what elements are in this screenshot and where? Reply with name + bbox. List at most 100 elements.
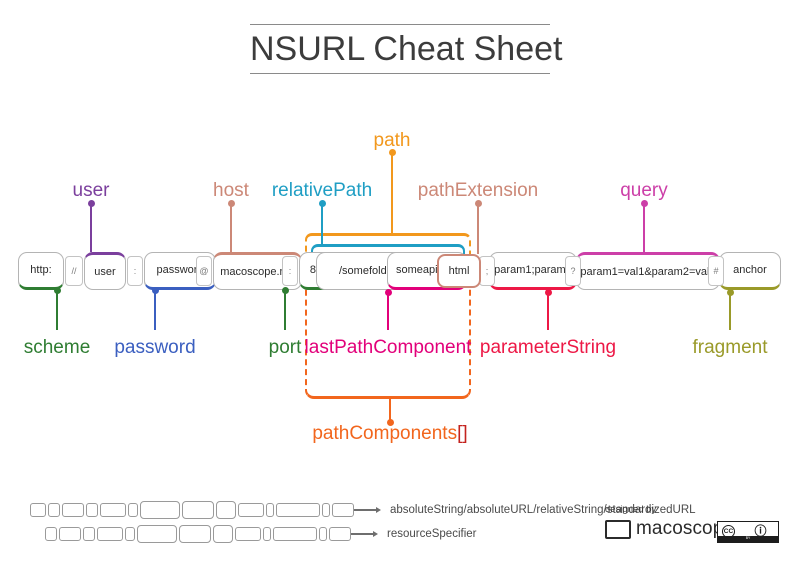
- sep-question-text: ?: [570, 266, 576, 276]
- legend-row-absolute-string-arrow-line: [354, 509, 376, 511]
- label-parameterString-connector: [546, 292, 550, 330]
- legend-row-absolute-string-segment: [332, 503, 354, 517]
- designed-by-label: designed by: [605, 504, 657, 515]
- label-pathExtension-dot: [474, 200, 482, 207]
- sep-at-text: @: [199, 266, 209, 276]
- scheme-box-text: http:: [30, 264, 52, 276]
- label-host-dot: [227, 200, 235, 207]
- label-relativePath-dot: [318, 200, 326, 207]
- legend-row-absolute-string-segment: [216, 501, 236, 519]
- macoscope-logo-icon: [605, 520, 631, 539]
- sep-question[interactable]: ?: [565, 256, 581, 286]
- sep-slashslash-text: //: [71, 266, 77, 276]
- cc-by-person-icon: ⓘ: [754, 524, 767, 538]
- label-pathComponents-brackets: []: [457, 423, 468, 444]
- sep-hash[interactable]: #: [708, 256, 724, 286]
- legend-row-absolute-string: [30, 501, 381, 519]
- legend-row-absolute-string-segment: [276, 503, 320, 517]
- legend-row-absolute-string-segment: [182, 501, 214, 519]
- sep-at[interactable]: @: [196, 256, 212, 286]
- legend-row-resource-specifier-segment: [125, 527, 135, 541]
- legend-row-absolute-string-segment: [30, 503, 46, 517]
- sep-colon-1[interactable]: :: [127, 256, 143, 286]
- path-components-dot: [386, 419, 394, 426]
- label-scheme-dot: [53, 287, 61, 294]
- legend-row-resource-specifier-segment: [213, 525, 233, 543]
- user-box-text: user: [94, 266, 116, 278]
- cc-bar: BY: [718, 536, 778, 542]
- label-fragment-dot: [726, 289, 734, 296]
- legend-row-resource-specifier-text: resourceSpecifier: [387, 528, 477, 540]
- host-box-text: macoscope.net: [220, 266, 295, 278]
- label-pathExtension-connector: [476, 203, 480, 254]
- legend-row-resource-specifier-segment: [329, 527, 351, 541]
- macoscope-wordmark: macoscope: [636, 518, 735, 539]
- label-host-connector: [229, 203, 233, 252]
- cc-bar-text: BY: [745, 536, 751, 540]
- label-fragment: fragment: [692, 337, 768, 358]
- relative-path-bracket: [311, 244, 465, 256]
- legend-row-resource-specifier-segment: [83, 527, 95, 541]
- label-parameterString-dot: [544, 289, 552, 296]
- label-pathComponents: pathComponents[]: [0, 423, 790, 445]
- legend-row-resource-specifier-segment: [45, 527, 57, 541]
- someapi-box-text: someapi.: [396, 264, 441, 276]
- label-lastPathComponent-dot: [384, 289, 392, 296]
- scheme-box[interactable]: http:: [18, 252, 64, 290]
- label-host: host: [213, 180, 249, 201]
- sep-semicolon[interactable]: ;: [479, 256, 495, 286]
- sep-colon-1-text: :: [133, 266, 137, 276]
- label-path: path: [373, 130, 411, 151]
- legend-row-absolute-string-text: absoluteString/absoluteURL/relativeStrin…: [390, 504, 696, 516]
- title-rule-bottom: [250, 73, 550, 74]
- password-box-text: password: [156, 264, 204, 276]
- label-path-connector: [390, 152, 394, 233]
- title-block: NSURL Cheat Sheet: [250, 24, 563, 74]
- params-box[interactable]: param1;param2: [489, 252, 577, 290]
- label-query-connector: [642, 203, 646, 252]
- label-scheme-connector: [55, 290, 59, 330]
- legend-row-absolute-string-segment: [62, 503, 84, 517]
- legend-row-absolute-string-segment: [100, 503, 126, 517]
- label-relativePath-connector: [320, 203, 324, 244]
- query-box[interactable]: param1=val1&param2=val2: [576, 252, 720, 290]
- legend-row-resource-specifier-segment: [137, 525, 177, 543]
- sep-hash-text: #: [713, 266, 719, 276]
- page-title: NSURL Cheat Sheet: [250, 30, 563, 68]
- label-port: port: [268, 337, 302, 358]
- path-bracket: [305, 233, 471, 255]
- label-port-connector: [283, 290, 287, 330]
- label-lastPathComponent-connector: [386, 292, 390, 330]
- label-path-dot: [388, 149, 396, 156]
- sep-colon-2[interactable]: :: [282, 256, 298, 286]
- legend-row-resource-specifier-segment: [235, 527, 261, 541]
- legend-row-resource-specifier-segment: [179, 525, 211, 543]
- label-user-connector: [89, 203, 93, 252]
- label-scheme: scheme: [23, 337, 91, 358]
- legend-row-absolute-string-segment: [128, 503, 138, 517]
- legend-row-resource-specifier-arrow-line: [351, 533, 373, 535]
- html-box[interactable]: html: [437, 254, 481, 288]
- label-user: user: [72, 180, 110, 201]
- sep-slashslash[interactable]: //: [65, 256, 83, 286]
- anchor-box[interactable]: anchor: [719, 252, 781, 290]
- user-box[interactable]: user: [84, 252, 126, 290]
- sep-colon-2-text: :: [288, 266, 292, 276]
- label-query: query: [620, 180, 668, 201]
- label-pathExtension: pathExtension: [417, 180, 539, 201]
- legend-row-resource-specifier-segment: [273, 527, 317, 541]
- anchor-box-text: anchor: [733, 264, 767, 276]
- label-relativePath: relativePath: [271, 180, 373, 201]
- legend-row-absolute-string-segment: [266, 503, 274, 517]
- legend-row-absolute-string-segment: [48, 503, 60, 517]
- query-box-text: param1=val1&param2=val2: [580, 266, 716, 278]
- label-pathComponents-text: pathComponents: [312, 423, 458, 444]
- creative-commons-badge: CC ⓘ BY: [717, 521, 779, 543]
- label-password-connector: [153, 290, 157, 330]
- legend-row-absolute-string-segment: [86, 503, 98, 517]
- sep-semicolon-text: ;: [485, 266, 489, 276]
